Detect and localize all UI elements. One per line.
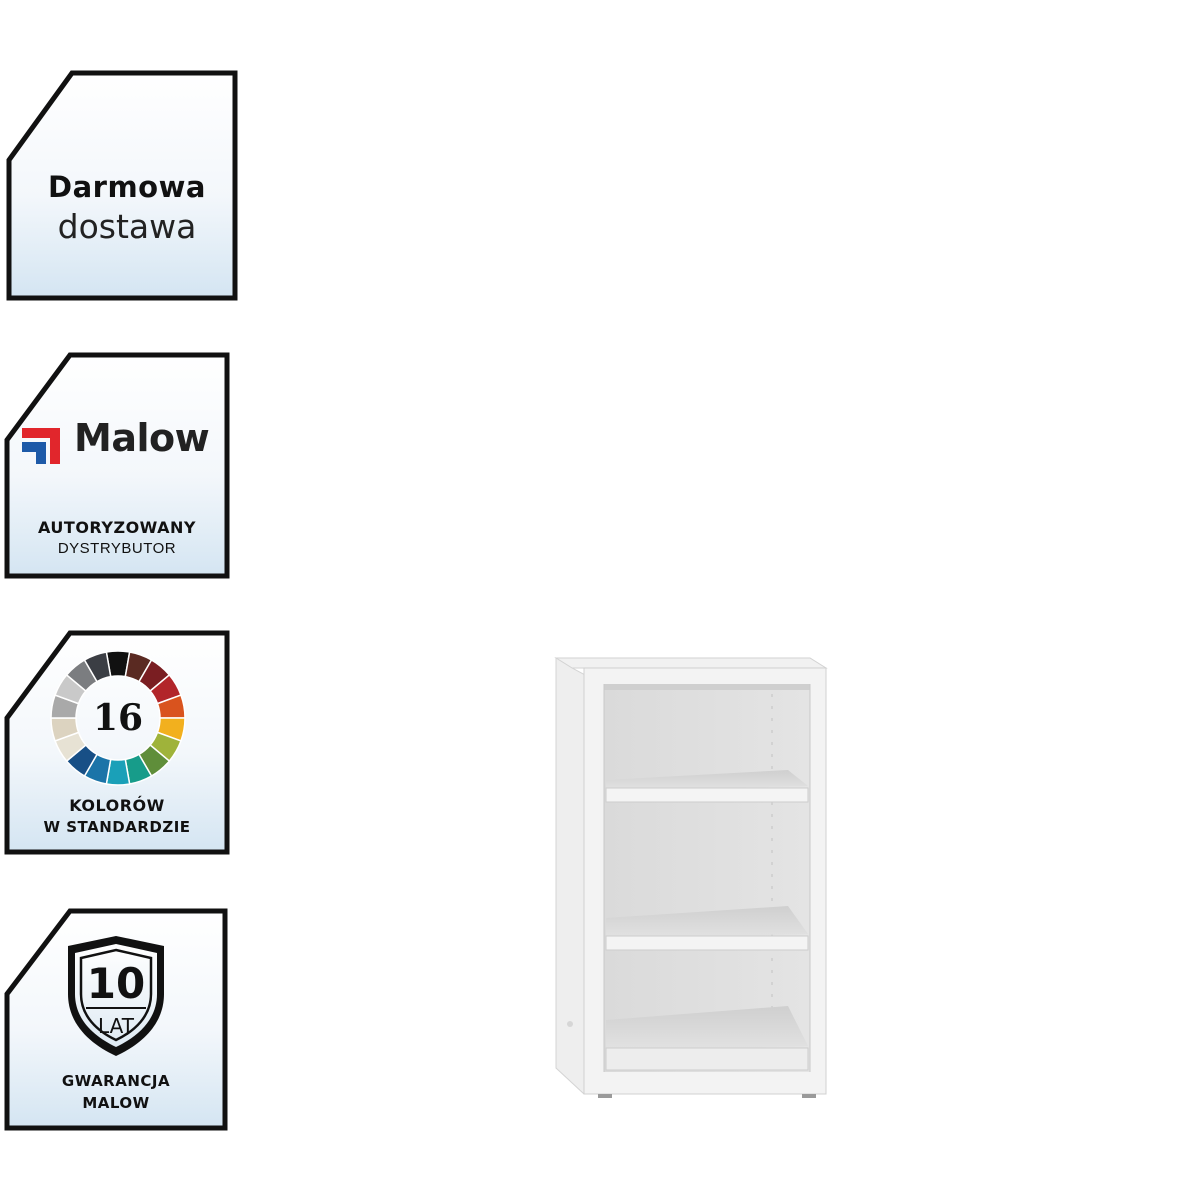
shield-icon: 10 LAT (68, 936, 164, 1056)
badge-subtitle: dostawa (57, 207, 197, 246)
free-delivery-badge: Darmowa dostawa (6, 70, 238, 302)
brand-name: Malow (74, 416, 210, 460)
badge-title: KOLORÓW (69, 796, 165, 815)
badge-title: AUTORYZOWANY (38, 518, 196, 537)
warranty-unit: LAT (98, 1014, 135, 1038)
warranty-badge: 10 LAT GWARANCJA MALOW (4, 908, 228, 1132)
badge-title: GWARANCJA (61, 1072, 171, 1090)
badge-title: Darmowa (48, 170, 206, 204)
authorized-distributor-badge: Malow AUTORYZOWANY DYSTRYBUTOR (4, 352, 230, 580)
badge-subtitle: DYSTRYBUTOR (57, 540, 177, 557)
badge-frame (4, 352, 230, 579)
color-count: 16 (92, 697, 144, 739)
badge-subtitle: MALOW (82, 1094, 150, 1112)
badge-subtitle: W STANDARDZIE (43, 818, 191, 836)
product-image-bookcase (554, 657, 828, 1098)
badge-frame (6, 70, 238, 301)
color-swatch (83, 651, 112, 683)
malow-logo-icon (22, 428, 60, 464)
warranty-years: 10 (87, 959, 145, 1008)
colors-badge: 16 KOLORÓW W STANDARDZIE (4, 630, 230, 856)
color-wheel-icon (50, 650, 186, 786)
